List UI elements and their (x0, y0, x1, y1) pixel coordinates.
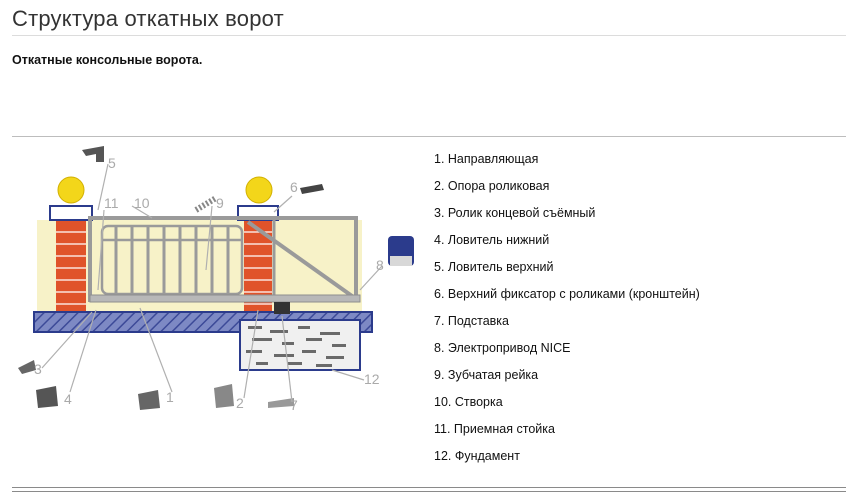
callout-label: 4 (64, 391, 72, 407)
legend-item: 4. Ловитель нижний (434, 233, 550, 247)
guide-rail-icon (138, 390, 160, 410)
section-divider (12, 136, 846, 137)
motor-icon (388, 236, 414, 266)
callout-label: 12 (364, 371, 380, 387)
gate-diagram: 5 11 10 9 6 8 3 4 1 2 7 12 (12, 140, 417, 420)
legend-item: 9. Зубчатая рейка (434, 368, 539, 382)
left-pillar (49, 176, 93, 312)
legend-item: 3. Ролик концевой съёмный (434, 206, 596, 220)
legend-item: 11. Приемная стойка (434, 422, 555, 436)
callout-label: 5 (108, 155, 116, 171)
upper-catcher-icon (82, 146, 104, 162)
lower-catcher-icon (36, 386, 58, 408)
leader-lines (41, 163, 383, 403)
callout-label: 7 (290, 397, 298, 413)
legend-item: 12. Фундамент (434, 449, 520, 463)
legend-item: 6. Верхний фиксатор с роликами (кронштей… (434, 287, 700, 301)
callout-label: 3 (34, 361, 42, 377)
legend-item: 5. Ловитель верхний (434, 260, 554, 274)
gear-rack (89, 294, 361, 303)
callout-label: 2 (236, 395, 244, 411)
parts-legend: 1. Направляющая 2. Опора роликовая 3. Ро… (434, 150, 700, 474)
roller-support-icon (214, 384, 234, 408)
legend-item: 1. Направляющая (434, 152, 539, 166)
legend-item: 10. Створка (434, 395, 503, 409)
page-subtitle: Откатные консольные ворота. (12, 53, 203, 67)
legend-item: 7. Подставка (434, 314, 509, 328)
page-title: Структура откатных ворот (12, 6, 284, 31)
gate-diagram-svg: 5 11 10 9 6 8 3 4 1 2 7 12 (18, 146, 414, 413)
legend-item: 2. Опора роликовая (434, 179, 550, 193)
callout-label: 10 (134, 195, 150, 211)
right-pillar (237, 176, 279, 312)
callout-label: 9 (216, 195, 224, 211)
footer-divider (12, 487, 846, 488)
callout-label: 1 (166, 389, 174, 405)
callout-label: 11 (104, 195, 119, 211)
footer-divider (12, 491, 846, 492)
legend-item: 8. Электропривод NICE (434, 341, 571, 355)
title-divider (12, 35, 846, 36)
top-bracket-icon (300, 184, 324, 194)
callout-label: 8 (376, 257, 384, 273)
rack-piece-icon (194, 195, 218, 213)
callout-label: 6 (290, 179, 298, 195)
foundation (239, 302, 361, 371)
end-roller-icon (18, 360, 36, 374)
stand-icon (268, 398, 294, 408)
